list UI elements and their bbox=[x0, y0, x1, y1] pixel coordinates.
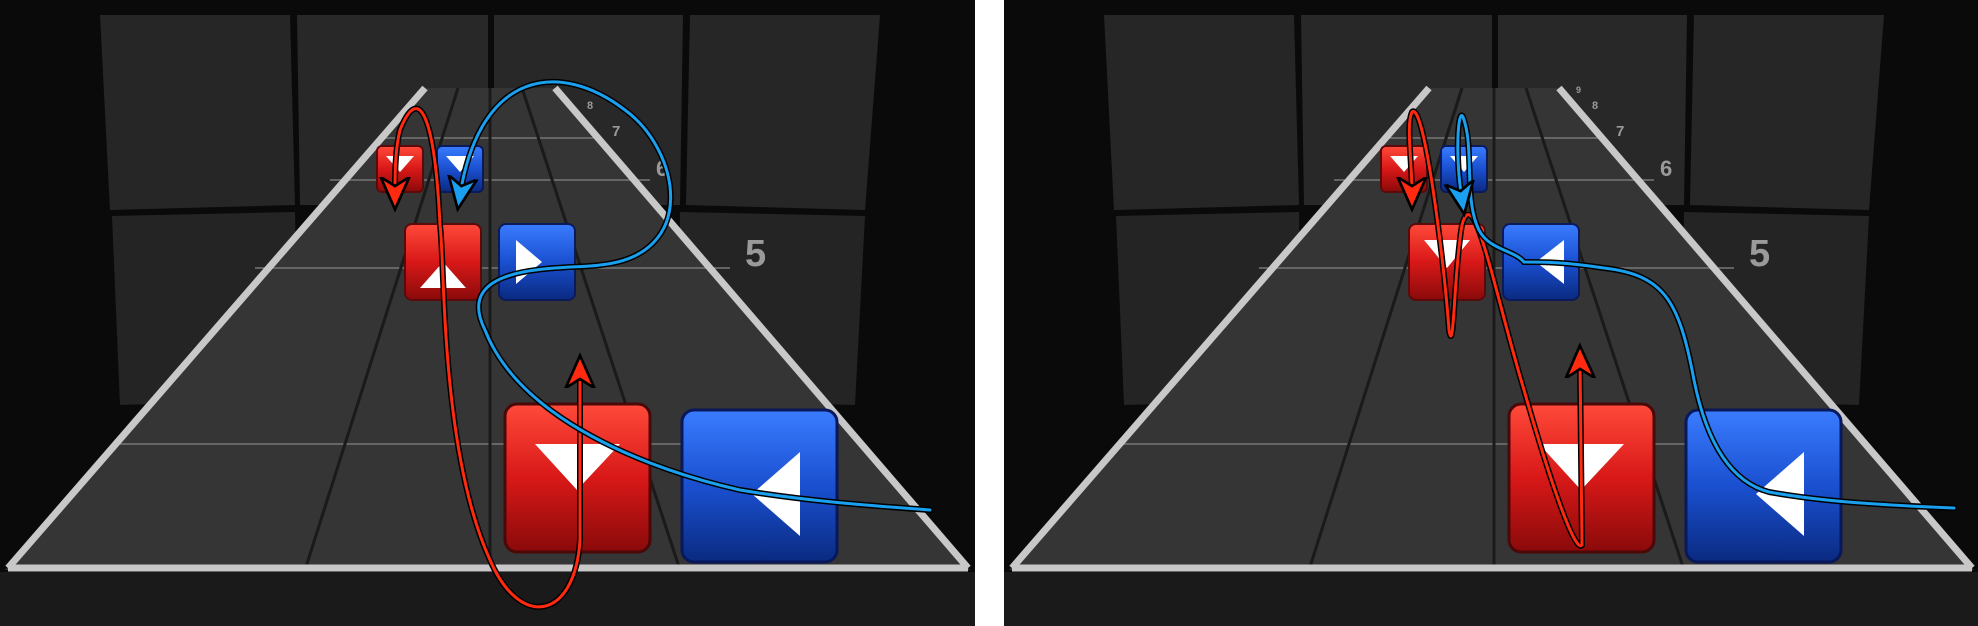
beat-number-8: 8 bbox=[587, 100, 593, 112]
note-block-blue-far bbox=[1440, 145, 1488, 193]
note-block-red-far bbox=[1380, 145, 1428, 193]
note-block-blue-near bbox=[680, 408, 839, 564]
beat-number-7: 7 bbox=[1616, 123, 1624, 140]
beat-number-5: 5 bbox=[1749, 233, 1770, 275]
right-panel: 5 6 7 8 9 bbox=[1004, 0, 1978, 626]
beat-number-5: 5 bbox=[745, 233, 766, 275]
track-rails bbox=[5, 85, 971, 572]
beat-number-6: 6 bbox=[1660, 156, 1672, 181]
blue-swing-path bbox=[1458, 112, 1957, 511]
beat-number-9: 9 bbox=[1576, 85, 1581, 95]
red-swing-path bbox=[1111, 108, 1582, 549]
left-panel: 5 6 7 8 bbox=[0, 0, 975, 626]
note-block-red-far bbox=[376, 145, 424, 193]
blue-swing-path bbox=[460, 79, 933, 513]
beat-number-8: 8 bbox=[1592, 100, 1598, 112]
red-swing-path bbox=[395, 105, 580, 610]
beat-number-7: 7 bbox=[612, 123, 620, 140]
right-scene: 5 6 7 8 9 bbox=[1004, 15, 1978, 626]
note-block-blue-mid bbox=[498, 223, 576, 301]
track-rails bbox=[1009, 85, 1975, 572]
left-scene: 5 6 7 8 bbox=[0, 15, 975, 626]
